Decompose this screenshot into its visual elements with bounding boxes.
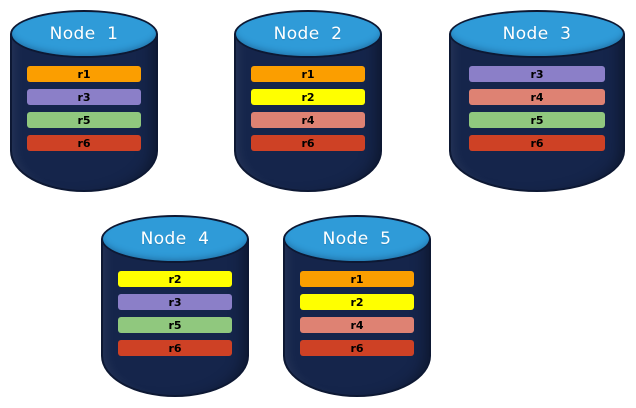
replica-bar[interactable]: r6 <box>27 135 141 151</box>
replica-list: r3 r4 r5 r6 <box>449 66 625 151</box>
database-node[interactable]: Node 3 r3 r4 r5 r6 <box>449 10 625 192</box>
replica-label: r2 <box>168 272 182 286</box>
replica-list: r1 r3 r5 r6 <box>10 66 158 151</box>
replica-label: r5 <box>530 113 544 127</box>
replica-bar[interactable]: r5 <box>27 112 141 128</box>
replica-bar[interactable]: r4 <box>251 112 365 128</box>
replica-bar[interactable]: r1 <box>300 271 414 287</box>
replica-label: r6 <box>350 341 364 355</box>
cylinder-top-ellipse <box>234 10 382 58</box>
replica-label: r5 <box>168 318 182 332</box>
replica-label: r6 <box>168 341 182 355</box>
replica-label: r3 <box>530 67 544 81</box>
replica-label: r1 <box>301 67 315 81</box>
database-node[interactable]: Node 5 r1 r2 r4 r6 <box>283 215 431 397</box>
replica-label: r4 <box>301 113 315 127</box>
replica-bar[interactable]: r4 <box>300 317 414 333</box>
database-node[interactable]: Node 2 r1 r2 r4 r6 <box>234 10 382 192</box>
node-label: Node 3 <box>502 24 572 44</box>
replica-bar[interactable]: r5 <box>469 112 605 128</box>
replica-label: r2 <box>301 90 315 104</box>
replica-label: r5 <box>77 113 91 127</box>
node-label: Node 5 <box>322 229 392 249</box>
replica-bar[interactable]: r6 <box>469 135 605 151</box>
replica-bar[interactable]: r3 <box>27 89 141 105</box>
replica-bar[interactable]: r3 <box>469 66 605 82</box>
replica-label: r1 <box>77 67 91 81</box>
cylinder-top-ellipse <box>283 215 431 263</box>
replica-bar[interactable]: r1 <box>251 66 365 82</box>
replica-label: r3 <box>77 90 91 104</box>
replica-bar[interactable]: r5 <box>118 317 232 333</box>
replica-bar[interactable]: r6 <box>300 340 414 356</box>
replica-bar[interactable]: r3 <box>118 294 232 310</box>
replica-bar[interactable]: r6 <box>118 340 232 356</box>
replica-label: r6 <box>77 136 91 150</box>
node-label: Node 4 <box>140 229 210 249</box>
replica-bar[interactable]: r4 <box>469 89 605 105</box>
replica-bar[interactable]: r2 <box>118 271 232 287</box>
database-node[interactable]: Node 1 r1 r3 r5 r6 <box>10 10 158 192</box>
replica-bar[interactable]: r2 <box>300 294 414 310</box>
replica-list: r1 r2 r4 r6 <box>234 66 382 151</box>
replica-bar[interactable]: r6 <box>251 135 365 151</box>
cylinder-top-ellipse <box>101 215 249 263</box>
node-label: Node 1 <box>49 24 119 44</box>
replica-label: r2 <box>350 295 364 309</box>
replica-label: r3 <box>168 295 182 309</box>
cylinder-top-ellipse <box>449 10 625 58</box>
cylinder-top-ellipse <box>10 10 158 58</box>
replica-label: r6 <box>301 136 315 150</box>
database-node[interactable]: Node 4 r2 r3 r5 r6 <box>101 215 249 397</box>
node-label: Node 2 <box>273 24 343 44</box>
replica-label: r4 <box>530 90 544 104</box>
replica-bar[interactable]: r2 <box>251 89 365 105</box>
replica-bar[interactable]: r1 <box>27 66 141 82</box>
replica-list: r1 r2 r4 r6 <box>283 271 431 356</box>
replica-list: r2 r3 r5 r6 <box>101 271 249 356</box>
replica-label: r4 <box>350 318 364 332</box>
replica-label: r1 <box>350 272 364 286</box>
replica-label: r6 <box>530 136 544 150</box>
